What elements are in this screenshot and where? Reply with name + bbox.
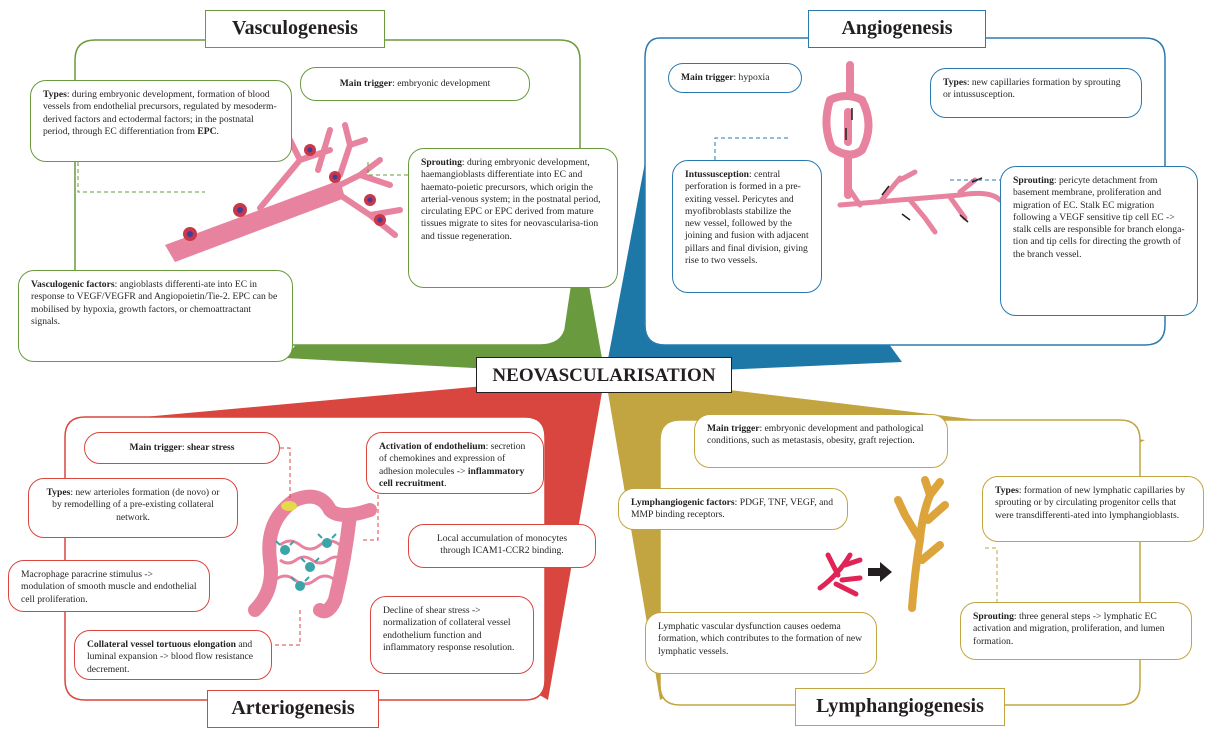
dashed-connectors [77,137,1005,646]
bold-tail: shear stress [187,442,235,453]
label: Main trigger [129,442,183,453]
end: . [216,125,219,137]
angiogenesis-sprouting-vessel [837,169,1003,235]
transition-arrow [868,562,892,582]
text: : during embryonic development, formatio… [43,89,277,137]
angiogenesis-arrows [845,108,983,223]
label: Activation of endothelium [379,441,486,452]
angiogenesis-main-trigger: Main trigger: hypoxia [668,63,802,93]
lymphangiogenesis-types: Types: formation of new lymphatic capill… [982,476,1204,542]
text: : new arterioles formation (de novo) or … [52,487,220,523]
text: : during embryonic development, haemangi… [421,157,601,242]
arteriogenesis-vessel [248,489,377,619]
monocyte-cells [275,533,337,591]
vasculogenesis-sprouting: Sprouting: during embryonic development,… [408,148,618,288]
label: Collateral vessel tortuous elongation [87,639,236,650]
label: Main trigger [681,72,734,83]
arteriogenesis-title: Arteriogenesis [207,690,379,728]
text: : embryonic development and pathological… [707,423,924,447]
text: : PDGF, TNF, VEGF, and MMP binding recep… [631,497,834,521]
label: Lymphangiogenic factors [631,497,735,508]
label: Sprouting [1013,175,1054,186]
text: Local accumulation of monocytes through … [436,533,568,557]
label: Sprouting [421,157,462,168]
angiogenesis-intussusception-vessel [822,61,873,199]
text: Decline of shear stress -> normalization… [383,605,515,653]
end: . [444,477,447,489]
vasculogenesis-types: Types: during embryonic development, for… [30,80,292,162]
bold-tail: inflammatory cell recruitment [379,465,525,489]
text: : formation of new lymphatic capillaries… [995,485,1186,521]
bold-tail: EPC [197,125,217,137]
arteriogenesis-activation: Activation of endothelium: secretion of … [366,432,544,494]
lymphangiogenesis-sprouting: Sprouting: three general steps -> lympha… [960,602,1192,660]
text: Macrophage paracrine stimulus -> modulat… [21,569,197,605]
lymphatic-vessel-orange [894,476,949,612]
angiogenesis-title: Angiogenesis [808,10,986,48]
text: Lymphatic vascular dysfunction causes oe… [658,621,863,657]
arteriogenesis-macrophage: Macrophage paracrine stimulus -> modulat… [8,560,210,612]
label: Types [995,485,1019,496]
text: : [182,442,188,453]
label: Intussusception [685,169,749,180]
neovascularisation-title: NEOVASCULARISATION [476,357,732,393]
label: Vasculogenic factors [31,279,115,290]
label: Types [943,77,967,88]
text: : hypoxia [733,72,770,83]
arteriogenesis-main-trigger: Main trigger: shear stress [84,432,280,464]
label: Main trigger [707,423,760,434]
text: : secretion of chemokines and expression… [379,441,526,477]
text: : angioblasts differenti-ate into EC in … [31,279,278,327]
text: : central perforation is formed in a pre… [685,169,809,266]
epc-cells [183,144,386,241]
text: : new capillaries formation by sprouting… [943,77,1121,101]
vasculogenesis-main-trigger: Main trigger: embryonic development [300,67,530,101]
angiogenesis-intussusception: Intussusception: central perforation is … [672,160,822,293]
label: Types [43,89,67,100]
lymphangiogenesis-factors: Lymphangiogenic factors: PDGF, TNF, VEGF… [618,488,848,530]
lymphangiogenesis-dysfunction: Lymphatic vascular dysfunction causes oe… [645,612,877,674]
arteriogenesis-collateral: Collateral vessel tortuous elongation an… [74,630,272,680]
angiogenesis-types: Types: new capillaries formation by spro… [930,68,1142,118]
shear-stress-spot [281,501,297,511]
lymphangiogenesis-main-trigger: Main trigger: embryonic development and … [694,414,948,468]
lymphangiogenesis-title: Lymphangiogenesis [795,688,1005,726]
text: : pericyte detachment from basement memb… [1013,175,1185,260]
vasculogenesis-title: Vasculogenesis [205,10,385,48]
label: Types [46,487,71,498]
text: and luminal expansion -> blood flow resi… [87,639,254,675]
arteriogenesis-decline: Decline of shear stress -> normalization… [370,596,534,674]
label: Sprouting [973,611,1014,622]
text: : three general steps -> lymphatic EC ac… [973,611,1165,647]
label: Main trigger [339,78,393,89]
arteriogenesis-types: Types: new arterioles formation (de novo… [28,478,238,538]
lymphatic-vessel-red [817,552,863,597]
angiogenesis-sprouting: Sprouting: pericyte detachment from base… [1000,166,1198,316]
vasculogenesis-factors: Vasculogenic factors: angioblasts differ… [18,270,293,362]
text: : embryonic development [392,78,491,89]
arteriogenesis-monocytes: Local accumulation of monocytes through … [408,524,596,568]
vasculogenesis-vessel [165,122,403,262]
